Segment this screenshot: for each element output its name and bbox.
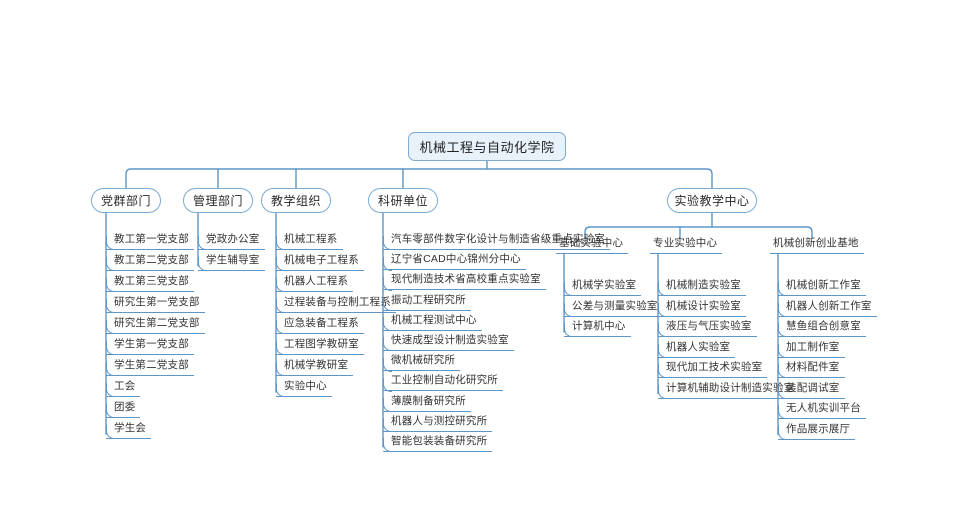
- branch-management-departments[interactable]: 管理部门: [183, 188, 253, 213]
- tree-item[interactable]: 学生辅导室: [198, 253, 265, 272]
- tree-item[interactable]: 装配调试室: [778, 381, 845, 399]
- tree-item[interactable]: 过程装备与控制工程系: [276, 295, 396, 314]
- tree-item[interactable]: 无人机实训平台: [778, 401, 866, 420]
- branch-research-units[interactable]: 科研单位: [368, 188, 438, 213]
- branch-experimental-teaching-center[interactable]: 实验教学中心: [667, 188, 757, 213]
- tree-item[interactable]: 现代加工技术实验室: [658, 360, 768, 379]
- tree-item[interactable]: 机械工程测试中心: [383, 313, 482, 332]
- tree-item[interactable]: 实验中心: [276, 379, 332, 398]
- tree-item[interactable]: 机械电子工程系: [276, 253, 364, 272]
- tree-item[interactable]: 研究生第二党支部: [106, 316, 205, 335]
- tree-item[interactable]: 振动工程研究所: [383, 293, 471, 311]
- tree-item[interactable]: 学生第一党支部: [106, 337, 194, 356]
- tree-item[interactable]: 团委: [106, 400, 141, 419]
- tree-item[interactable]: 计算机辅助设计制造实验室: [658, 381, 800, 399]
- tree-item[interactable]: 党政办公室: [198, 232, 265, 251]
- tree-item[interactable]: 研究生第一党支部: [106, 295, 205, 314]
- tree-item[interactable]: 微机械研究所: [383, 353, 461, 372]
- tree-item[interactable]: 辽宁省CAD中心锦州分中心: [383, 252, 526, 271]
- tree-item[interactable]: 快速成型设计制造实验室: [383, 333, 514, 352]
- tree-item[interactable]: 机械学实验室: [564, 278, 642, 297]
- tree-item[interactable]: 公差与测量实验室: [564, 299, 663, 317]
- group-label[interactable]: 基础实验中心: [556, 236, 629, 254]
- tree-item[interactable]: 工会: [106, 379, 141, 398]
- tree-item[interactable]: 机器人创新工作室: [778, 299, 877, 317]
- tree-item[interactable]: 慧鱼组合创意室: [778, 319, 866, 338]
- group-label[interactable]: 机械创新创业基地: [770, 236, 864, 254]
- tree-item[interactable]: 教工第三党支部: [106, 274, 194, 293]
- tree-item[interactable]: 薄膜制备研究所: [383, 394, 471, 412]
- branch-party-mass-departments[interactable]: 党群部门: [91, 188, 161, 213]
- tree-item[interactable]: 机械工程系: [276, 232, 343, 251]
- tree-item[interactable]: 机械创新工作室: [778, 278, 866, 297]
- tree-item[interactable]: 智能包装装备研究所: [383, 434, 493, 453]
- branch-teaching-organizations[interactable]: 教学组织: [261, 188, 331, 213]
- tree-item[interactable]: 学生会: [106, 421, 152, 440]
- group-label[interactable]: 专业实验中心: [650, 236, 723, 254]
- root-node[interactable]: 机械工程与自动化学院: [408, 132, 566, 161]
- tree-item[interactable]: 学生第二党支部: [106, 358, 194, 377]
- tree-item[interactable]: 液压与气压实验室: [658, 319, 757, 338]
- tree-item[interactable]: 机械设计实验室: [658, 299, 746, 317]
- tree-item[interactable]: 汽车零部件数字化设计与制造省级重点实验室: [383, 232, 610, 251]
- tree-item[interactable]: 教工第一党支部: [106, 232, 194, 251]
- tree-item[interactable]: 机器人与测控研究所: [383, 414, 493, 433]
- tree-item[interactable]: 工业控制自动化研究所: [383, 373, 503, 392]
- tree-item[interactable]: 计算机中心: [564, 319, 631, 338]
- tree-item[interactable]: 应急装备工程系: [276, 316, 364, 335]
- tree-item[interactable]: 机械制造实验室: [658, 278, 746, 297]
- tree-item[interactable]: 工程图学教研室: [276, 337, 364, 356]
- tree-item[interactable]: 现代制造技术省高校重点实验室: [383, 272, 546, 291]
- tree-item[interactable]: 加工制作室: [778, 340, 845, 358]
- tree-item[interactable]: 机械学教研室: [276, 358, 354, 377]
- tree-item[interactable]: 机器人工程系: [276, 274, 354, 293]
- tree-item[interactable]: 作品展示展厅: [778, 422, 856, 440]
- tree-item[interactable]: 机器人实验室: [658, 340, 736, 358]
- tree-item[interactable]: 教工第二党支部: [106, 253, 194, 272]
- tree-item[interactable]: 材料配件室: [778, 360, 845, 379]
